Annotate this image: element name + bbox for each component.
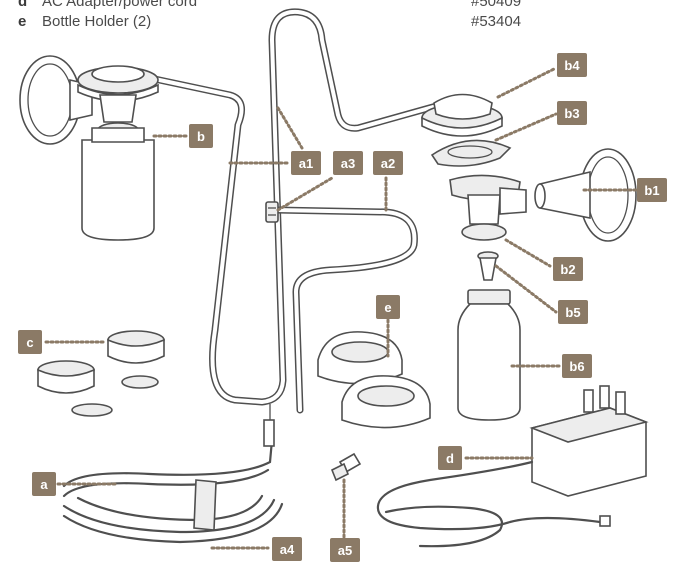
- callout-b: b: [189, 124, 213, 148]
- callout-b5: b5: [558, 300, 588, 324]
- callout-d: d: [438, 446, 462, 470]
- svg-text:b6: b6: [569, 359, 584, 374]
- bottle-holders-e: [317, 331, 431, 429]
- parts-list-row: e Bottle Holder (2) #53404: [0, 13, 674, 33]
- leader-lines: [44, 66, 638, 550]
- svg-text:a2: a2: [381, 156, 395, 171]
- svg-text:a5: a5: [338, 543, 352, 558]
- membrane-b3: [430, 139, 512, 167]
- bottle-b6: [457, 289, 521, 421]
- callout-b6: b6: [562, 354, 592, 378]
- svg-text:b5: b5: [565, 305, 580, 320]
- callout-a5: a5: [330, 538, 360, 562]
- valve-body-b2: [449, 174, 527, 241]
- tubing-a1: [146, 8, 444, 406]
- connector-a5: [330, 452, 362, 482]
- tubing-bundle-a: [62, 404, 284, 544]
- svg-text:a: a: [40, 477, 48, 492]
- svg-text:a4: a4: [280, 542, 295, 557]
- part-name: Bottle Holder (2): [42, 13, 152, 30]
- callout-a: a: [32, 472, 56, 496]
- breast-shield-b1: [534, 148, 637, 242]
- pump-housing-b4: [421, 93, 503, 137]
- svg-text:b3: b3: [564, 106, 579, 121]
- callout-a1: a1: [291, 151, 321, 175]
- valve-caps-c: [37, 330, 165, 417]
- part-name: AC Adapter/power cord: [42, 0, 198, 10]
- svg-text:e: e: [384, 300, 391, 315]
- svg-text:a1: a1: [299, 156, 313, 171]
- callout-b3: b3: [557, 101, 587, 125]
- svg-text:a3: a3: [341, 156, 355, 171]
- tubing-a2: [272, 206, 418, 414]
- callout-c: c: [18, 330, 42, 354]
- parts-list: d AC Adapter/power cord #50409 e Bottle …: [0, 0, 674, 40]
- parts-list-row: d AC Adapter/power cord #50409: [0, 0, 674, 13]
- callout-a4: a4: [272, 537, 302, 561]
- svg-text:b4: b4: [564, 58, 580, 73]
- callout-b1: b1: [637, 178, 667, 202]
- svg-text:b1: b1: [644, 183, 659, 198]
- callout-b2: b2: [553, 257, 583, 281]
- part-letter: d: [18, 0, 28, 10]
- svg-text:b: b: [197, 129, 205, 144]
- svg-text:d: d: [446, 451, 454, 466]
- callout-b4: b4: [557, 53, 587, 77]
- valve-b5: [477, 251, 499, 281]
- tube-connector-a3: [265, 201, 279, 223]
- svg-text:b2: b2: [560, 262, 575, 277]
- callout-e: e: [376, 295, 400, 319]
- ac-adapter-d: [376, 385, 649, 548]
- callout-a3: a3: [333, 151, 363, 175]
- part-letter: e: [18, 13, 27, 30]
- svg-text:c: c: [26, 335, 33, 350]
- part-number: #50409: [471, 0, 522, 10]
- assembled-pump-b: [19, 55, 159, 241]
- part-number: #53404: [471, 13, 522, 30]
- callout-a2: a2: [373, 151, 403, 175]
